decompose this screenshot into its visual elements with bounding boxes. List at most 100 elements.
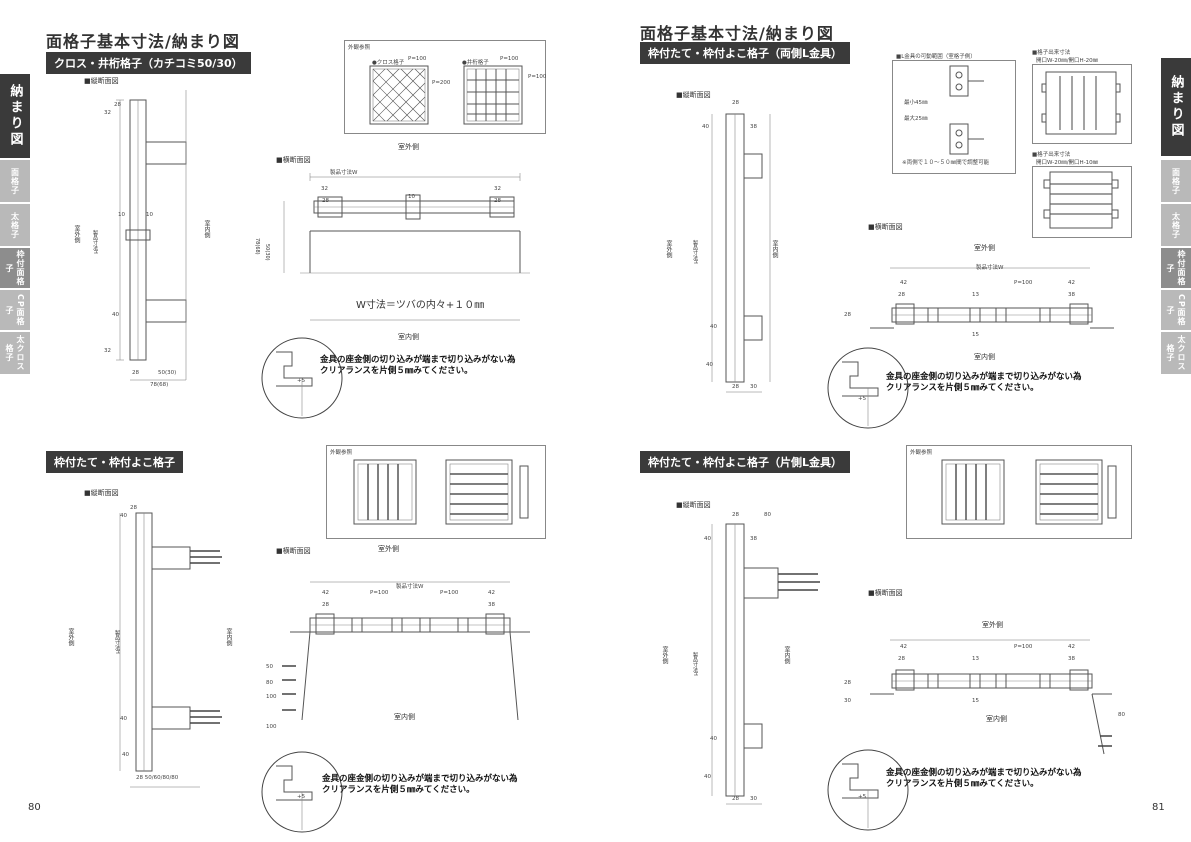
frame-h-dim-42b: 42 (488, 590, 495, 596)
both-note-1: 金具の座金側の切り込みが端まで切り込みがない為 (886, 372, 1082, 382)
frame-note-2: クリアランスを片側５㎜みてください。 (322, 785, 475, 795)
single-plus5: +5 (858, 794, 867, 800)
cross-vertical-drawing (116, 90, 187, 381)
frame-h-indoor: 室内側 (394, 713, 415, 721)
cross-h-outdoor: 室外側 (398, 143, 419, 151)
frame-detail-circle (261, 751, 343, 833)
frame-plus5: +5 (297, 794, 306, 800)
tab-cp[interactable]: CP面格子 (0, 290, 30, 330)
frame-appearance-label: 外観参照 (330, 450, 353, 456)
single-h-dim-80: 80 (1118, 712, 1125, 718)
tab-right-nomari[interactable]: 納まり図 (1161, 58, 1191, 156)
single-note-1: 金具の座金側の切り込みが端まで切り込みがない為 (886, 768, 1082, 778)
cross-v-h-label: 製品寸法H (92, 230, 98, 254)
single-v-dim-80: 80 (764, 512, 771, 518)
frame-h-pitch-a: P=100 (370, 590, 389, 596)
cross-appearance-label: 外観参照 (348, 45, 371, 51)
cross-pitch-1: P=100 (408, 56, 427, 62)
both-h-indoor: 室内側 (974, 353, 995, 361)
single-appearance-box (906, 445, 1132, 539)
single-v-dim-28: 28 (732, 512, 739, 518)
grid1-box (1032, 64, 1132, 144)
tab-wakutsuki[interactable]: 枠付面格子 (0, 248, 30, 288)
tab-right-cp[interactable]: CP面格子 (1161, 290, 1191, 330)
single-h-dim-13: 13 (972, 656, 979, 662)
grid2-drawing (1043, 171, 1119, 229)
both-heading: 枠付たて・枠付よこ格子（両側L金具） (640, 42, 851, 64)
tab-right-wakutsuki[interactable]: 枠付面格子 (1161, 248, 1191, 288)
both-h-dim-42b: 42 (1068, 280, 1075, 286)
cross-v-dim-28b: 28 (132, 370, 139, 376)
frame-heading: 枠付たて・枠付よこ格子 (46, 451, 183, 473)
bracket-range-title: ■L金具の可動範囲（室格子側） (896, 54, 976, 60)
igeta-grid-label: ●井桁格子 (462, 60, 489, 66)
frame-v-indoor: 室内側 (225, 628, 232, 646)
single-appearance-label: 外観参照 (910, 450, 933, 456)
both-horizontal-label: ■横断面図 (868, 223, 903, 231)
cross-heading: クロス・井桁格子（カチコミ50/30） (46, 52, 251, 74)
bracket-range-box (892, 60, 1016, 174)
tab-right-futokoshi[interactable]: 太格子 (1161, 204, 1191, 246)
frame-v-outdoor: 室外側 (67, 628, 74, 646)
both-v-outdoor: 室外側 (665, 240, 672, 258)
bracket-range-drawing (949, 65, 984, 155)
single-v-h-label: 製品寸法H (692, 652, 698, 676)
left-page-number: 80 (28, 802, 41, 813)
tab-futokoshi[interactable]: 太格子 (0, 204, 30, 246)
both-v-dim-30: 30 (750, 384, 757, 390)
single-v-indoor: 室内側 (783, 646, 790, 664)
cross-v-dim-10a: 10 (118, 212, 125, 218)
cross-v-dim-5030: 50(30) (158, 370, 177, 376)
left-page-title: 面格子基本寸法/納まり図 (46, 32, 240, 51)
both-horizontal-drawing (870, 267, 1114, 329)
single-v-outdoor: 室外側 (661, 646, 668, 664)
single-h-dim-42b: 42 (1068, 644, 1075, 650)
cross-v-dim-7868: 78(68) (150, 382, 169, 388)
single-v-dim-40c: 40 (704, 774, 711, 780)
cross-grid-label: ●クロス格子 (372, 60, 405, 66)
frame-note-1: 金具の座金側の切り込みが端まで切り込みがない為 (322, 774, 518, 784)
frame-h-dim-28: 28 (322, 602, 329, 608)
single-v-dim-28b: 28 (732, 796, 739, 802)
tab-right-menkoshi[interactable]: 面格子 (1161, 160, 1191, 202)
cross-w-note: W寸法＝ツバの内々+１０㎜ (356, 300, 485, 311)
cross-h-dim-5030: 50(30) (264, 244, 270, 261)
single-h-dim-28: 28 (898, 656, 905, 662)
both-v-dim-28: 28 (732, 100, 739, 106)
both-v-dim-38: 38 (750, 124, 757, 130)
both-v-dim-28b: 28 (732, 384, 739, 390)
frame-vertical-drawing (119, 512, 222, 788)
grid1-value: 開口W-20㎜/開口H-20㎜ (1036, 58, 1099, 64)
single-v-dim-40b: 40 (710, 736, 717, 742)
both-v-dim-40b: 40 (710, 324, 717, 330)
cross-lattice-icon (369, 65, 429, 125)
tab-nomari[interactable]: 納まり図 (0, 74, 30, 158)
igeta-lattice-icon (463, 65, 523, 125)
cross-h-dim-28a: 28 (322, 198, 329, 204)
bracket-note: ※両側で１０～５０㎜間で調整可能 (902, 160, 990, 166)
single-horizontal-drawing (870, 639, 1112, 755)
cross-pitch-2: P=200 (432, 80, 451, 86)
bracket-max: 最大25㎜ (904, 116, 928, 122)
grid2-value: 開口W-20㎜/開口H-10㎜ (1036, 160, 1099, 166)
tab-menkoshi[interactable]: 面格子 (0, 160, 30, 202)
single-appearance-icons (941, 459, 1117, 525)
cross-h-dim-10: 10 (408, 194, 415, 200)
igeta-pitch-2: P=100 (528, 74, 547, 80)
tab-right-futocross[interactable]: 太クロス格子 (1161, 332, 1191, 374)
frame-h-dim-80: 80 (266, 680, 273, 686)
both-h-pitch: P=100 (1014, 280, 1033, 286)
tab-futocross[interactable]: 太クロス格子 (0, 332, 30, 374)
single-h-dim-42a: 42 (900, 644, 907, 650)
frame-appearance-icons (353, 459, 529, 525)
both-h-dim-15: 15 (972, 332, 979, 338)
single-v-dim-38: 38 (750, 536, 757, 542)
both-v-h-label: 製品寸法H (692, 240, 698, 264)
frame-h-outdoor: 室外側 (378, 545, 399, 553)
single-h-dim-15: 15 (972, 698, 979, 704)
both-vertical-label: ■縦断面図 (676, 91, 711, 99)
cross-h-w-label: 製品寸法W (330, 170, 358, 176)
frame-v-bottom-dims: 28 50/60/80/80 (136, 775, 179, 781)
single-heading: 枠付たて・枠付よこ格子（片側L金具） (640, 451, 851, 473)
cross-horizontal-drawing (283, 173, 530, 321)
